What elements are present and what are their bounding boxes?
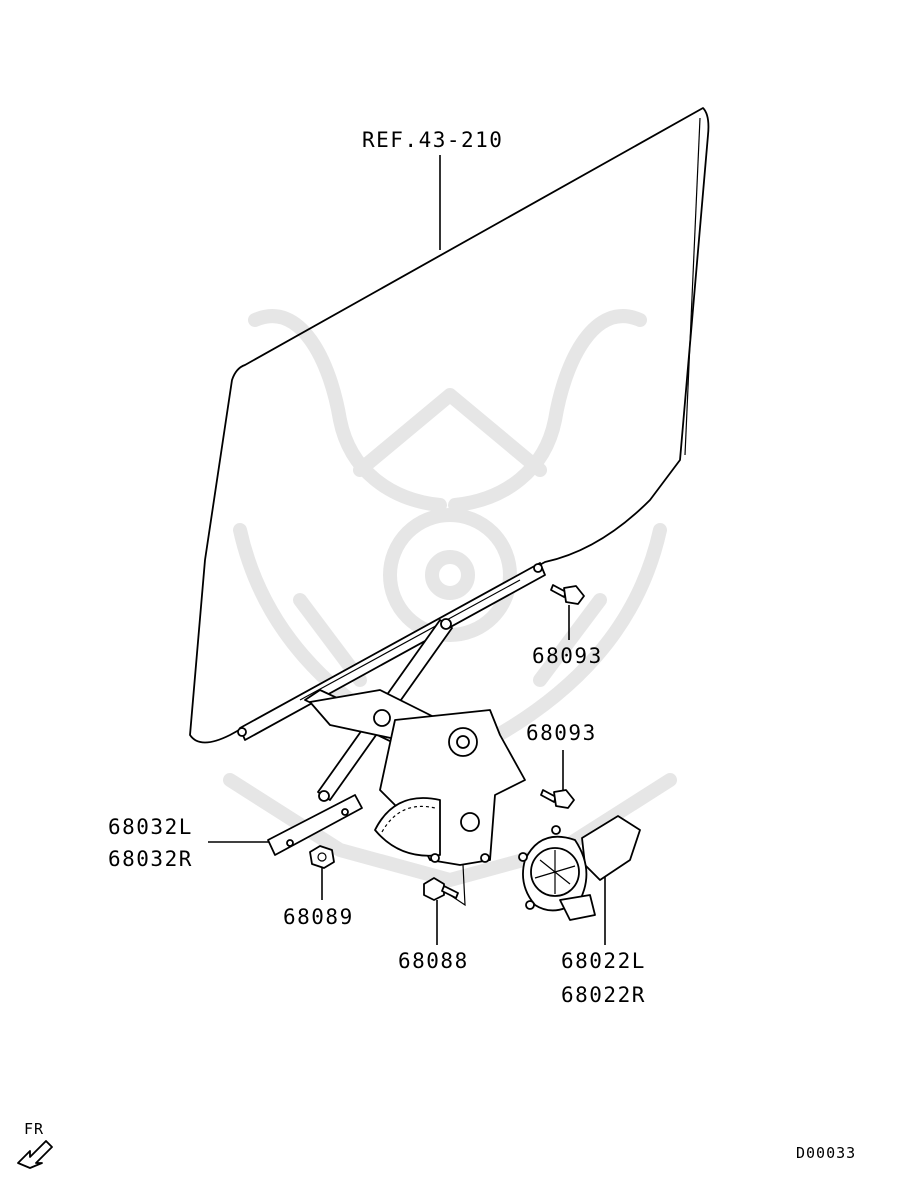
regulator-plate (374, 709, 526, 866)
callout-68093-lower: 68093 (526, 721, 597, 745)
callout-68022l: 68022L (561, 949, 646, 973)
bolt-68093-upper (550, 584, 585, 605)
arrow-down-left-icon (17, 1140, 53, 1169)
callout-68032l: 68032L (108, 815, 193, 839)
callout-68022r: 68022R (561, 983, 646, 1007)
callout-68032r: 68032R (108, 847, 193, 871)
callout-ref-43-210: REF.43-210 (362, 128, 503, 152)
callout-68088: 68088 (398, 949, 469, 973)
bolt-68088 (423, 877, 459, 901)
bolt-68093-lower (540, 789, 575, 809)
window-motor (518, 815, 641, 921)
lower-guide (267, 794, 363, 856)
diagram-code: D00033 (796, 1144, 856, 1162)
nut-68089 (309, 845, 335, 869)
callout-68089: 68089 (283, 905, 354, 929)
door-glass (189, 107, 710, 744)
callout-68093-upper: 68093 (532, 644, 603, 668)
front-label: FR (24, 1120, 44, 1138)
